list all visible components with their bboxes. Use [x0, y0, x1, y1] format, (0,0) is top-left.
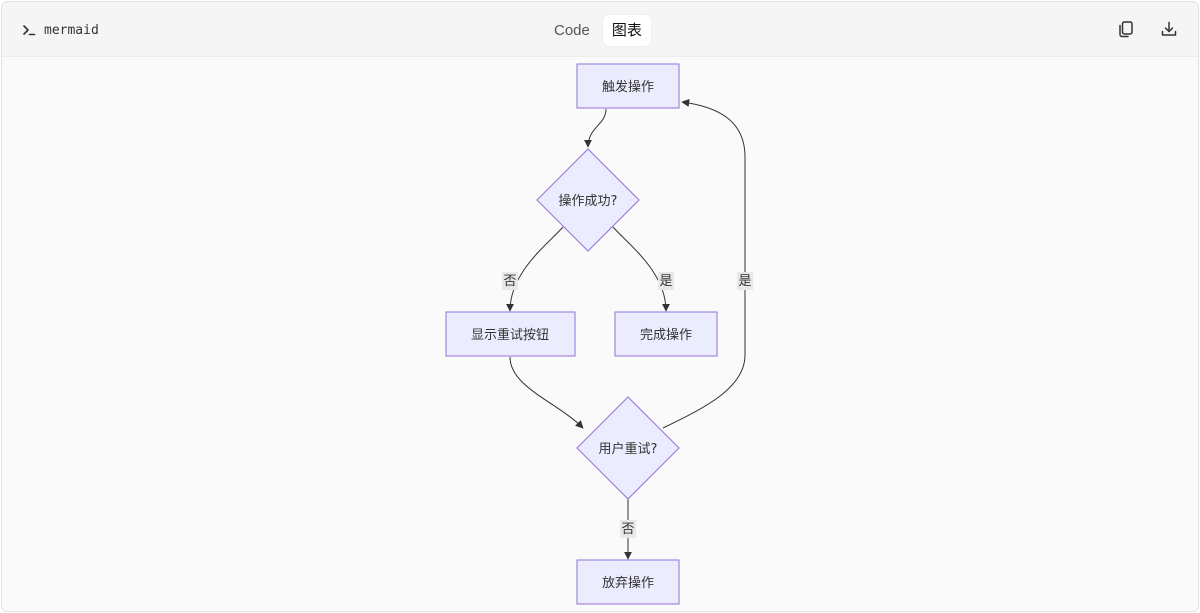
- edge-label-yes-retry: 是: [737, 272, 753, 290]
- node-abandon: 放弃操作: [576, 559, 680, 605]
- tab-code[interactable]: Code: [554, 22, 590, 39]
- terminal-prompt-icon: [23, 25, 36, 36]
- edge-label-text: 否: [503, 274, 516, 289]
- node-trigger: 触发操作: [576, 63, 680, 109]
- edge-label-text: 是: [659, 274, 672, 289]
- node-label: 放弃操作: [602, 575, 654, 591]
- node-label: 显示重试按钮: [471, 327, 549, 343]
- edge-label-text: 否: [621, 522, 634, 537]
- node-label: 完成操作: [640, 327, 692, 343]
- tab-diagram[interactable]: 图表: [602, 15, 651, 46]
- edge-label-no-retry: 否: [502, 272, 518, 290]
- edge-show-retry-to-user-retry: [509, 356, 584, 429]
- node-label: 操作成功?: [559, 193, 618, 209]
- node-label: 触发操作: [602, 79, 654, 95]
- edge-success-check-to-show-retry: [506, 226, 564, 312]
- edge-user-retry-to-trigger: [662, 98, 746, 429]
- flowchart-diagram: 否 是 是 否 触发操作: [445, 63, 753, 605]
- node-user-retry: 用户重试?: [576, 396, 680, 500]
- edge-label-text: 是: [738, 274, 751, 289]
- node-success-check: 操作成功?: [536, 148, 640, 252]
- code-block-header: mermaid Code 图表: [2, 2, 1198, 57]
- view-tabs: Code 图表: [545, 15, 651, 46]
- copy-button[interactable]: [1115, 18, 1137, 40]
- node-complete: 完成操作: [614, 311, 718, 357]
- edge-labels: 否 是 是 否: [502, 272, 753, 538]
- language-label: mermaid: [44, 22, 99, 38]
- download-button[interactable]: [1158, 18, 1180, 40]
- edge-label-yes-complete: 是: [658, 272, 674, 290]
- copy-icon: [1119, 21, 1133, 38]
- edge-success-check-to-complete: [612, 226, 670, 312]
- diagram-canvas: 否 是 是 否 触发操作: [2, 57, 1198, 611]
- language-indicator: mermaid: [22, 20, 99, 40]
- download-icon: [1161, 21, 1177, 36]
- edge-label-no-abandon: 否: [620, 520, 636, 538]
- node-label: 用户重试?: [599, 441, 658, 457]
- node-show-retry: 显示重试按钮: [445, 311, 576, 357]
- edge-trigger-to-success-check: [584, 108, 607, 148]
